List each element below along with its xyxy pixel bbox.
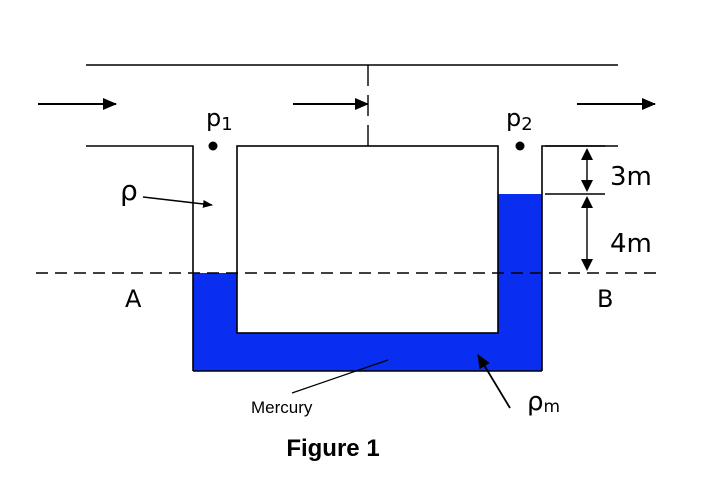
p2-label: p2 xyxy=(506,104,533,135)
mercury-label: Mercury xyxy=(251,398,313,417)
point-b-label: B xyxy=(597,285,613,313)
figure-caption: Figure 1 xyxy=(286,435,379,462)
dimension-lines xyxy=(545,145,605,269)
rho-pointer-arrow xyxy=(142,196,213,208)
dim-4m-label: 4m xyxy=(610,229,652,259)
point-a-label: A xyxy=(125,285,142,313)
p1-tap-dot xyxy=(208,141,218,151)
rho-label: ρ xyxy=(120,174,138,207)
dimension-arrowheads xyxy=(581,148,593,271)
p2-tap-dot xyxy=(515,141,525,151)
mercury-pointer-line xyxy=(291,359,389,394)
p1-label: p1 xyxy=(206,104,233,135)
rho-m-label: ρm xyxy=(527,387,560,417)
mercury-fill xyxy=(193,194,542,371)
rho-m-pointer-arrow xyxy=(477,354,511,409)
pipe-left-bottom-wall xyxy=(86,145,194,371)
dim-3m-label: 3m xyxy=(610,162,652,192)
pipe-right-bottom-wall xyxy=(541,145,618,371)
obstruction-block xyxy=(236,145,499,334)
